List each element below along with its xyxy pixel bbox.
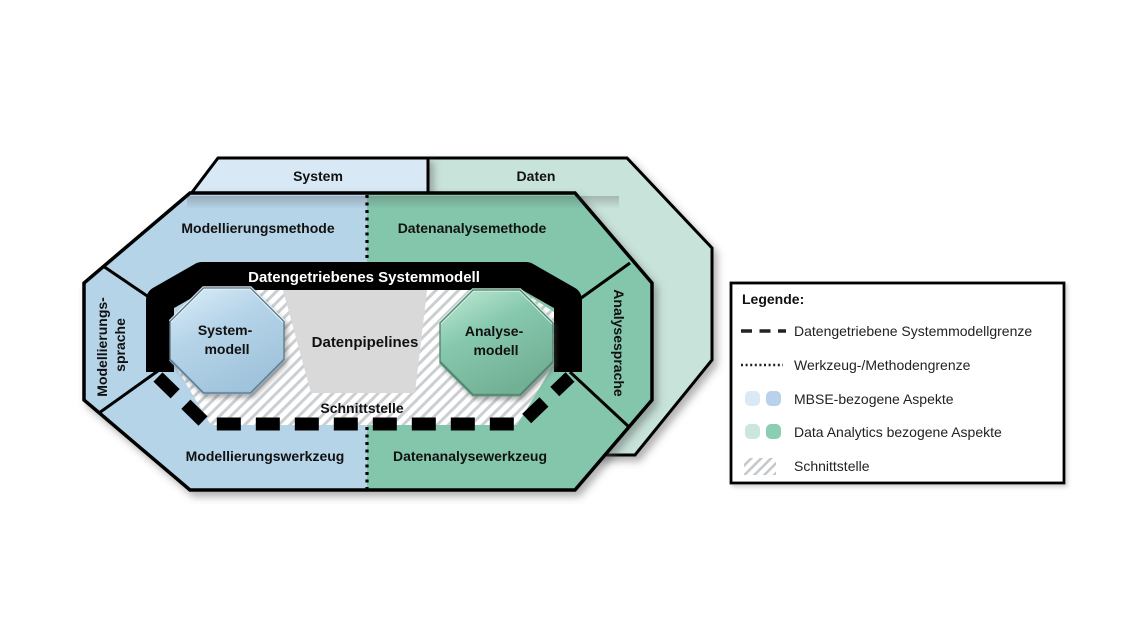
- swatch-light-green: [745, 424, 760, 439]
- systemmodell-octagon: [170, 288, 284, 393]
- band-shadow: [187, 196, 619, 209]
- core-ring: [146, 262, 582, 372]
- systemmodell-octagon-outline: [169, 287, 285, 394]
- boundary-line-bottom-right: [568, 370, 630, 428]
- legend: Legende: Datengetriebene Systemmodellgre…: [729, 281, 1066, 485]
- datenpipelines-label: Datenpipelines: [312, 334, 419, 351]
- main-octagon-outline: [82, 191, 654, 492]
- analysesprache-label: Analysesprache: [611, 289, 627, 397]
- hatch-sample: [744, 458, 776, 475]
- schnittstelle-label: Schnittstelle: [320, 400, 403, 416]
- modellierungswerkzeug-label: Modellierungswerkzeug: [186, 448, 345, 464]
- swatch-light-blue: [745, 391, 760, 406]
- legend-item-label: MBSE-bezogene Aspekte: [794, 391, 954, 407]
- analysemodell-label: Analyse- modell: [465, 323, 527, 358]
- legend-item-label: Schnittstelle: [794, 458, 870, 474]
- datenanalysemethode-label: Datenanalysemethode: [398, 220, 547, 236]
- daten-band-label: Daten: [517, 168, 556, 184]
- system-band-label: System: [293, 168, 343, 184]
- legend-item-label: Datengetriebene Systemmodellgrenze: [794, 323, 1032, 339]
- legend-title: Legende:: [742, 291, 804, 307]
- systemmodell-label: System- modell: [198, 322, 256, 357]
- modellierungssprache-label: Modellierungs- sprache: [94, 293, 128, 396]
- swatch-blue: [766, 391, 781, 406]
- analysemodell-octagon: [440, 290, 553, 395]
- boundary-line-bottom-left: [98, 366, 163, 415]
- datenanalysewerkzeug-label: Datenanalysewerkzeug: [393, 448, 547, 464]
- modellierungsmethode-label: Modellierungsmethode: [181, 220, 334, 236]
- swatch-green: [766, 424, 781, 439]
- legend-item-label: Werkzeug-/Methodengrenze: [794, 357, 971, 373]
- ring-title: Datengetriebenes Systemmodell: [248, 269, 480, 286]
- datenpipelines-area: [283, 290, 427, 393]
- legend-box: [729, 281, 1066, 485]
- legend-item-label: Data Analytics bezogene Aspekte: [794, 424, 1002, 440]
- analysemodell-octagon-outline: [439, 289, 554, 396]
